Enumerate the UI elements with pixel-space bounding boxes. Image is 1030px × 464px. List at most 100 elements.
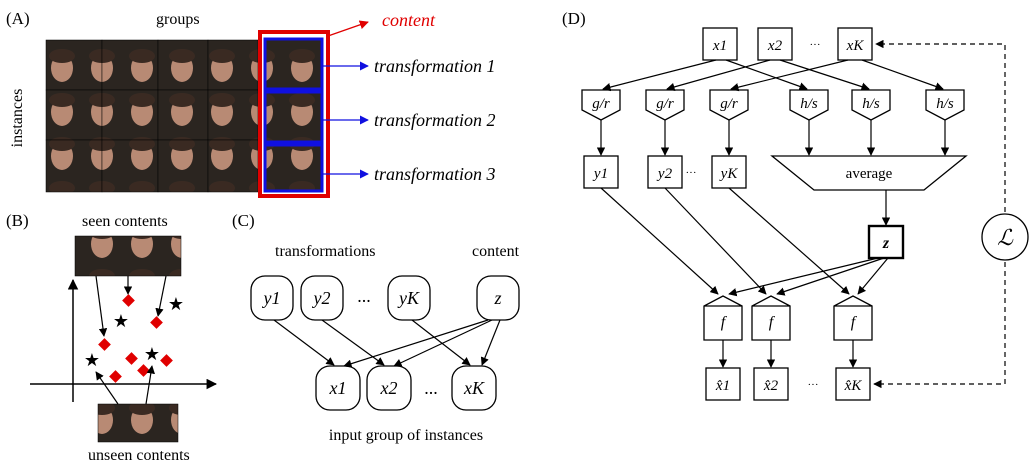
output-dots: ···	[808, 379, 819, 391]
face-image	[45, 139, 103, 193]
f-block-K-label: f	[851, 314, 858, 331]
seen-marker	[160, 354, 173, 367]
input-x2-label: x2	[767, 38, 783, 54]
unseen-pointer	[95, 371, 119, 405]
unseen-markers: ★ ★ ★ ★	[84, 294, 184, 370]
transformations-label: transformations	[275, 243, 375, 260]
node-d-z-label: z	[882, 235, 890, 252]
edge-y2-x2	[321, 319, 385, 366]
node-d-y2	[647, 155, 683, 189]
edge-z-f1	[728, 257, 879, 297]
f-block-K	[833, 295, 873, 341]
unseen-pointer	[145, 365, 155, 405]
edge-x1-g1	[602, 59, 717, 92]
edge-xK-hK	[861, 59, 944, 91]
edge-z-xK	[480, 319, 501, 366]
loss-edge-to-input	[875, 39, 1006, 212]
node-xK	[451, 365, 497, 411]
unseen-marker: ★	[113, 311, 129, 331]
face-image	[101, 39, 159, 91]
panel-c-label: (C)	[232, 211, 255, 230]
content-label-c: content	[472, 243, 520, 260]
node-d-y1-label: y1	[592, 166, 608, 182]
f-block-1-label: f	[721, 314, 728, 331]
average-label: average	[846, 166, 893, 182]
h-block-3-label: h/s	[936, 96, 954, 112]
face-image	[101, 139, 159, 193]
content-arrow	[327, 20, 369, 37]
h-block-3	[925, 89, 965, 121]
seen-marker	[137, 364, 150, 377]
node-y1	[250, 275, 294, 321]
input-group-caption: input group of instances	[329, 427, 483, 444]
average-block	[770, 155, 968, 191]
panel-a: (A) groups instances content	[6, 9, 496, 198]
input-x1-label: x1	[712, 38, 727, 54]
h-block-2	[851, 89, 891, 121]
seen-marker	[122, 294, 135, 307]
transformation-label-2: transformation 2	[374, 110, 496, 130]
face-image	[157, 139, 209, 193]
panel-a-label: (A)	[6, 9, 30, 28]
face-image	[45, 89, 103, 141]
seen-pointer	[95, 275, 108, 337]
transformation-box-1	[263, 37, 324, 91]
h-block-2-label: h/s	[862, 96, 880, 112]
g-block-1-label: g/r	[592, 96, 610, 112]
face-image	[207, 39, 259, 91]
face-image-column	[264, 40, 322, 190]
seen-faces-image	[74, 235, 182, 277]
edge-yK-xK	[411, 319, 471, 366]
face-image	[101, 89, 159, 141]
seen-markers	[98, 294, 173, 383]
panel-d-label: (D)	[562, 9, 586, 28]
edge-y1-f1	[600, 187, 719, 295]
output-x1	[705, 367, 741, 401]
node-x1-label: x1	[329, 378, 347, 398]
unseen-marker: ★	[144, 344, 160, 364]
unseen-contents-label: unseen contents	[88, 447, 190, 464]
bottom-dots: ...	[424, 378, 438, 398]
seen-marker	[150, 316, 163, 329]
panel-c: (C) transformations content y1 y2 yK z .…	[232, 211, 520, 444]
edge-z-fK	[857, 257, 889, 295]
loss-edge-to-output	[873, 262, 1006, 389]
f-block-2	[751, 295, 791, 341]
face-image	[45, 39, 103, 91]
output-xK	[835, 367, 871, 401]
unseen-faces-image	[97, 403, 179, 443]
seen-marker	[109, 370, 122, 383]
node-z	[476, 275, 520, 321]
face-image-grid	[45, 39, 322, 193]
node-d-y2-label: y2	[656, 166, 673, 182]
node-yK-label: yK	[397, 288, 420, 308]
input-dots: ···	[810, 39, 821, 51]
transformation-label-3: transformation 3	[374, 164, 496, 184]
face-image	[207, 139, 259, 193]
f-block-2-label: f	[769, 314, 776, 331]
g-block-3	[709, 89, 749, 121]
edge-z-x2	[393, 319, 493, 367]
node-y2-label: y2	[312, 288, 331, 308]
output-x1-label: x̂1	[715, 378, 730, 394]
edge-y1-x1	[273, 319, 335, 366]
g-block-2	[645, 89, 685, 121]
loss-label: ℒ	[997, 225, 1014, 250]
node-d-yK	[711, 155, 747, 189]
node-x2	[366, 365, 412, 411]
output-x2	[753, 367, 789, 401]
input-xK	[837, 27, 873, 61]
output-x2-label: x̂2	[763, 378, 779, 394]
content-label: content	[382, 10, 436, 30]
node-y1-label: y1	[262, 288, 281, 308]
face-image	[157, 89, 209, 141]
instances-label: instances	[9, 89, 26, 148]
g-block-1	[581, 89, 621, 121]
content-box	[258, 30, 330, 198]
edge-x1-h1	[725, 59, 808, 91]
node-yK	[387, 275, 431, 321]
top-dots: ...	[357, 286, 371, 306]
node-d-yK-label: yK	[719, 166, 739, 182]
unseen-marker: ★	[168, 294, 184, 314]
